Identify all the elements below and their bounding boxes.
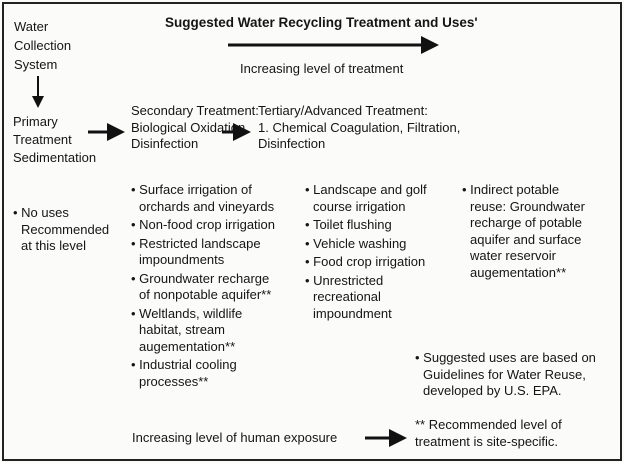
text-line: System: [14, 57, 58, 72]
list-item-line: Food crop irrigation: [305, 254, 427, 271]
list-item-line: habitat, stream: [139, 322, 225, 337]
list-item-line: Non-food crop irrigation: [131, 217, 275, 234]
list-item-line: Indirect potable: [462, 182, 585, 199]
list-item: Toilet flushing: [305, 217, 427, 234]
list-item-line: Unrestricted: [305, 273, 427, 290]
list-item: Vehicle washing: [305, 236, 427, 253]
treatment-arrow-label: Increasing level of treatment: [240, 61, 404, 76]
text-line: Treatment: [13, 132, 72, 147]
list-item-line: Landscape and golf: [305, 182, 426, 199]
list-item-line: recreational: [313, 289, 381, 304]
text-line: Water: [14, 19, 49, 34]
list-item-line: impoundment: [313, 305, 392, 321]
text-line: Disinfection: [258, 136, 326, 151]
text-line: Tertiary/Advanced Treatment:: [258, 103, 428, 118]
text-line: Disinfection: [131, 136, 199, 151]
list-item-line: recharge of potable: [470, 215, 583, 230]
diagram-title: Suggested Water Recycling Treatment and …: [165, 15, 478, 30]
secondary-box: Secondary Treatment:Biological Oxidation…: [131, 103, 259, 153]
list-item-line: water reservoir: [470, 248, 556, 263]
list-item-line: Recommended: [21, 221, 110, 237]
list-item-line: Suggested uses are based on: [415, 350, 596, 367]
list-item-line: augementation**: [470, 264, 567, 280]
text-line: Biological Oxidation,: [131, 119, 249, 135]
exposure-arrow-label: Increasing level of human exposure: [132, 430, 338, 445]
list-item-line: Toilet flushing: [305, 217, 427, 234]
tertiary-box: Tertiary/Advanced Treatment:1. Chemical …: [258, 103, 460, 153]
list-item-line: No uses: [13, 205, 109, 222]
list-item-line: of nonpotable aquifer**: [139, 287, 272, 302]
text-line: Sedimentation: [13, 150, 97, 165]
list-item-line: orchards and vineyards: [139, 198, 275, 214]
list-item-line: Weltlands, wildlife: [131, 306, 275, 323]
text-line: treatment is site-specific.: [415, 433, 559, 449]
text-line: 1. Chemical Coagulation, Filtration,: [258, 119, 461, 135]
list-item-line: Vehicle washing: [305, 236, 427, 253]
text-line: Secondary Treatment:: [131, 103, 259, 118]
list-item-line: aquifer and surface: [470, 231, 582, 247]
list-item-line: impoundments: [139, 252, 225, 267]
list-item-line: reuse: Groundwater: [470, 198, 585, 214]
text-line: Collection: [14, 38, 72, 53]
list-item-line: at this level: [21, 238, 87, 253]
text-line: ** Recommended level of: [415, 417, 562, 432]
list-item-line: Restricted landscape: [131, 236, 275, 253]
list-item-line: course irrigation: [313, 198, 406, 214]
list-item-line: Industrial cooling: [131, 357, 275, 374]
list-item-line: Guidelines for Water Reuse,: [423, 366, 586, 382]
list-item-line: developed by U.S. EPA.: [423, 383, 562, 398]
list-item-line: augementation**: [139, 338, 236, 354]
list-item-line: Groundwater recharge: [131, 271, 275, 288]
list-item: Food crop irrigation: [305, 254, 427, 271]
list-item: Non-food crop irrigation: [131, 217, 275, 234]
list-item-line: processes**: [139, 373, 209, 389]
text-line: Primary: [13, 114, 58, 129]
list-item-line: Surface irrigation of: [131, 182, 275, 199]
